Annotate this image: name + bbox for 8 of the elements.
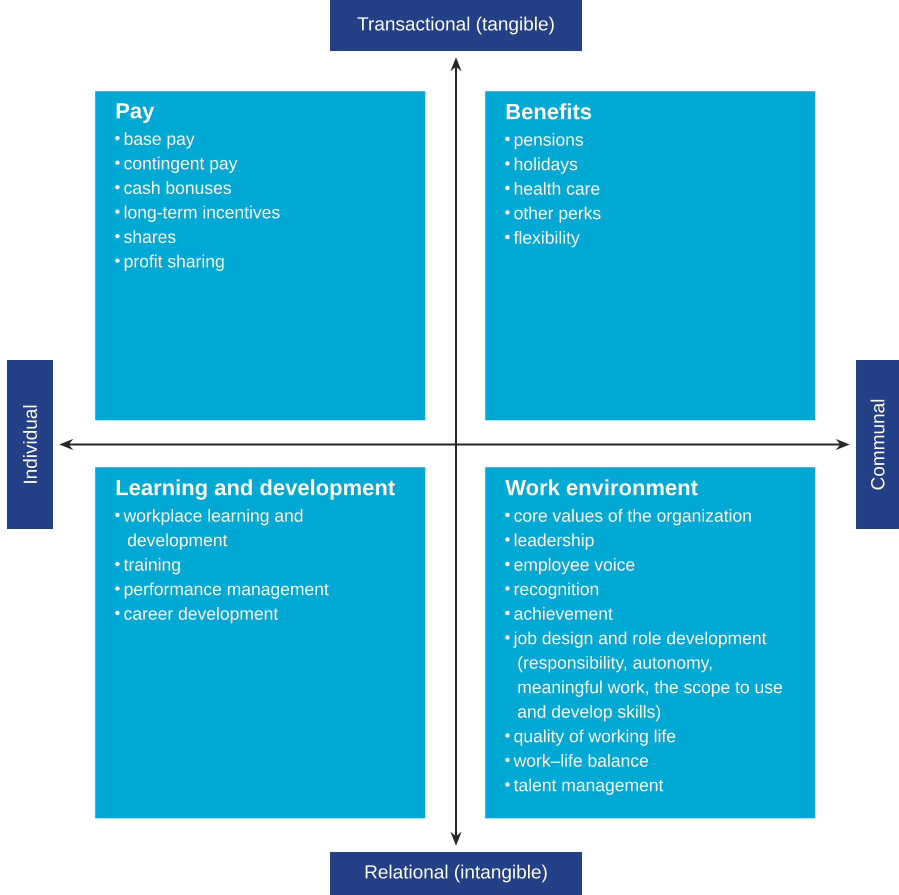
- axis-label-box: Relational (intangible): [330, 852, 582, 895]
- quadrant-box: Learning and development workplace learning and development training performance management career development: [95, 467, 426, 818]
- axis-label-box: Individual: [7, 360, 53, 529]
- axis-label-box: Communal: [856, 360, 899, 529]
- quadrant-box: Benefits pensions holidays health care other perks flexibility: [485, 91, 816, 420]
- quadrant-box: Pay base pay contingent pay cash bonuses long-term incentives shares profit sharing: [95, 91, 426, 420]
- quadrant-box: Work environment core values of the organization leadership employee voice recognition achievement job design and role development (responsibility, autonomy, meaningful work, the scope to use and develop skills) quality of working life work–life balance talent management: [485, 467, 816, 818]
- axis-label-box: Transactional (tangible): [330, 0, 582, 51]
